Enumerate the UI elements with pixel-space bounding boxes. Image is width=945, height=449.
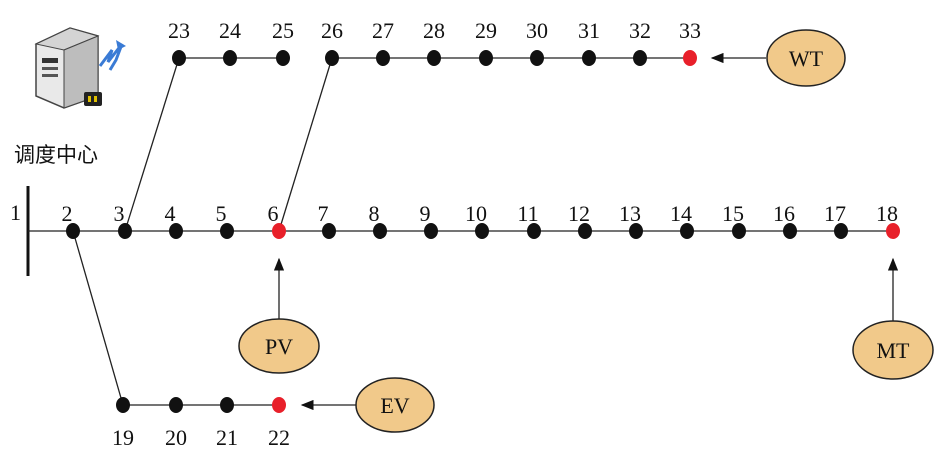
branch-line-2-19 xyxy=(72,230,124,406)
branch-line-6-26 xyxy=(278,57,333,232)
node-32 xyxy=(633,50,647,66)
node-label-26: 26 xyxy=(321,18,343,43)
node-label-11: 11 xyxy=(517,201,538,226)
control-center-label: 调度中心 xyxy=(14,143,98,167)
node-17 xyxy=(834,223,848,239)
source-label-pv: PV xyxy=(265,334,293,359)
node-label-32: 32 xyxy=(629,18,651,43)
node-label-29: 29 xyxy=(475,18,497,43)
node-label-2: 2 xyxy=(62,201,73,226)
node-10 xyxy=(475,223,489,239)
node-label-21: 21 xyxy=(216,425,238,449)
branch-line-3-23 xyxy=(124,57,180,232)
source-label-ev: EV xyxy=(380,393,409,418)
node-31 xyxy=(582,50,596,66)
node-label-7: 7 xyxy=(318,201,329,226)
node-label-14: 14 xyxy=(670,201,692,226)
node-label-4: 4 xyxy=(165,201,176,226)
node-label-6: 6 xyxy=(268,201,279,226)
node-19 xyxy=(116,397,130,413)
node-3 xyxy=(118,223,132,239)
server-icon xyxy=(34,27,126,109)
source-label-mt: MT xyxy=(877,338,911,363)
node-9 xyxy=(424,223,438,239)
node-30 xyxy=(530,50,544,66)
node-8 xyxy=(373,223,387,239)
node-label-22: 22 xyxy=(268,425,290,449)
node-25 xyxy=(276,50,290,66)
node-label-30: 30 xyxy=(526,18,548,43)
node-label-19: 19 xyxy=(112,425,134,449)
node-label-25: 25 xyxy=(272,18,294,43)
node-label-18: 18 xyxy=(876,201,898,226)
node-7 xyxy=(322,223,336,239)
node-24 xyxy=(223,50,237,66)
node-26 xyxy=(325,50,339,66)
node-label-8: 8 xyxy=(369,201,380,226)
node-label-31: 31 xyxy=(578,18,600,43)
node-13 xyxy=(629,223,643,239)
node-6 xyxy=(272,223,286,239)
source-ev: EV xyxy=(355,377,435,433)
node-label-23: 23 xyxy=(168,18,190,43)
node-22 xyxy=(272,397,286,413)
source-pv: PV xyxy=(238,318,320,374)
node-label-12: 12 xyxy=(568,201,590,226)
node-12 xyxy=(578,223,592,239)
node-label-15: 15 xyxy=(722,201,744,226)
node-label-5: 5 xyxy=(216,201,227,226)
node-27 xyxy=(376,50,390,66)
node-label-9: 9 xyxy=(420,201,431,226)
node-5 xyxy=(220,223,234,239)
source-mt: MT xyxy=(852,320,934,380)
node-15 xyxy=(732,223,746,239)
bus-label-1: 1 xyxy=(10,200,21,225)
node-label-33: 33 xyxy=(679,18,701,43)
node-11 xyxy=(527,223,541,239)
node-label-28: 28 xyxy=(423,18,445,43)
source-wt: WT xyxy=(766,29,846,87)
node-4 xyxy=(169,223,183,239)
node-2 xyxy=(66,223,80,239)
node-label-27: 27 xyxy=(372,18,394,43)
node-label-16: 16 xyxy=(773,201,795,226)
node-label-24: 24 xyxy=(219,18,241,43)
node-18 xyxy=(886,223,900,239)
source-label-wt: WT xyxy=(789,46,824,71)
node-20 xyxy=(169,397,183,413)
node-21 xyxy=(220,397,234,413)
node-label-20: 20 xyxy=(165,425,187,449)
node-label-17: 17 xyxy=(824,201,846,226)
node-label-10: 10 xyxy=(465,201,487,226)
node-label-13: 13 xyxy=(619,201,641,226)
lightning-icon xyxy=(98,43,124,71)
node-28 xyxy=(427,50,441,66)
node-16 xyxy=(783,223,797,239)
node-label-3: 3 xyxy=(114,201,125,226)
node-29 xyxy=(479,50,493,66)
node-23 xyxy=(172,50,186,66)
node-14 xyxy=(680,223,694,239)
node-33 xyxy=(683,50,697,66)
feeder-lines xyxy=(28,57,893,406)
